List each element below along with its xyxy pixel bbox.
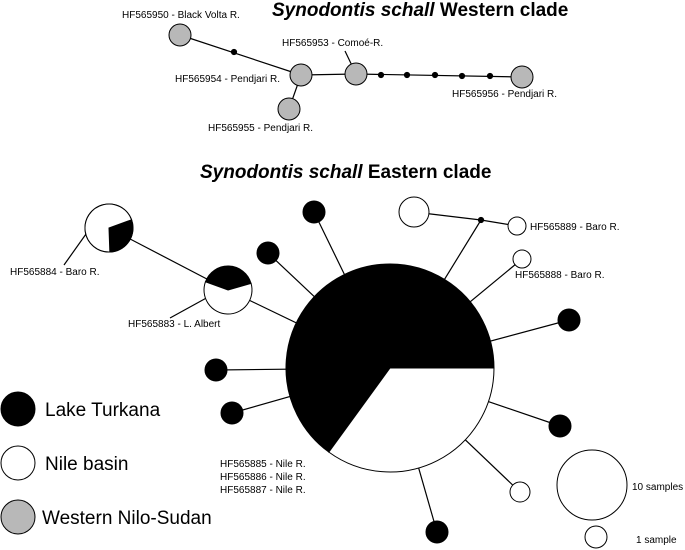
haplotype-hf565953	[344, 62, 368, 86]
legend-western-nilo-sudan-label: Western Nilo-Sudan	[42, 508, 212, 529]
haplotype-turkana-left-b	[220, 401, 244, 425]
legend-lake-turkana: Lake Turkana	[0, 391, 161, 427]
scale-10-samples-label: 10 samples	[632, 482, 683, 493]
hf565884-lake-turkana-slice	[108, 219, 134, 253]
haplotype-hf565883	[203, 265, 253, 315]
median-vector	[403, 71, 411, 79]
edge-w-950-954	[179, 34, 302, 76]
haplotype-nile-bottom	[509, 481, 531, 503]
legend-nile-basin: Nile basin	[0, 445, 128, 481]
hf565883-lake-turkana-slice	[204, 265, 252, 291]
median-vector	[477, 216, 485, 224]
legend-nile-basin-swatch	[0, 445, 36, 481]
leader-hf565883	[169, 295, 211, 319]
label-hf565888: HF565888 - Baro R.	[515, 270, 605, 281]
label-hf565955: HF565955 - Pendjari R.	[208, 123, 313, 134]
eastern-clade-title: Synodontis schall Eastern clade	[200, 162, 491, 183]
sample-size-scale: 10 samples 1 sample	[556, 449, 683, 549]
hub-nile-basin-slice	[328, 367, 495, 473]
eastern-title-clade: Eastern clade	[363, 162, 492, 183]
hf565883-nile-basin-slice	[203, 281, 253, 315]
median-vector	[230, 48, 238, 56]
haplotype-turkana-right-b	[548, 414, 572, 438]
median-vector	[458, 72, 466, 80]
haplotype-nile-top	[398, 196, 430, 228]
western-title-clade: Western clade	[435, 0, 569, 21]
median-vector	[486, 72, 494, 80]
haplotype-turkana-bottom	[425, 520, 449, 544]
label-hf565953: HF565953 - Comoé-R.	[282, 38, 383, 49]
scale-1-sample-label: 1 sample	[636, 535, 677, 546]
legend-nile-basin-label: Nile basin	[45, 454, 128, 475]
label-hf565950: HF565950 - Black Volta R.	[122, 10, 240, 21]
haplotype-hf565956	[510, 65, 534, 89]
label-hf565884: HF565884 - Baro R.	[10, 267, 100, 278]
legend: Lake Turkana Nile basin Western Nilo-Sud…	[0, 391, 212, 535]
western-clade: Synodontis schall Western clade HF565950…	[122, 0, 568, 134]
label-hf565886: HF565886 - Nile R.	[220, 472, 306, 483]
haplotype-turkana-left-a	[204, 358, 228, 382]
haplotype-hf565889	[507, 216, 527, 236]
label-hf565883: HF565883 - L. Albert	[128, 319, 220, 330]
median-vector	[377, 71, 385, 79]
label-hf565885: HF565885 - Nile R.	[220, 459, 306, 470]
western-clade-title: Synodontis schall Western clade	[272, 0, 568, 21]
hf565884-nile-basin-slice	[84, 203, 133, 253]
haplotype-hf565955	[277, 97, 301, 121]
haplotype-turkana-top	[302, 200, 326, 224]
haplotype-hf565884	[84, 203, 134, 253]
eastern-title-species: Synodontis schall	[200, 162, 363, 183]
legend-western-nilo-sudan: Western Nilo-Sudan	[0, 499, 212, 535]
haplotype-hf565950	[168, 23, 192, 47]
haplotype-hf565888	[512, 249, 532, 269]
eastern-clade: Synodontis schall Eastern clade	[10, 162, 620, 544]
hub-lake-turkana-slice	[285, 263, 495, 453]
label-hf565887: HF565887 - Nile R.	[220, 485, 306, 496]
western-title-species: Synodontis schall	[272, 0, 435, 21]
label-hf565889: HF565889 - Baro R.	[530, 222, 620, 233]
haplotype-turkana-right	[557, 308, 581, 332]
legend-lake-turkana-swatch	[0, 391, 36, 427]
legend-western-nilo-sudan-swatch	[0, 499, 36, 535]
median-vector	[431, 71, 439, 79]
scale-10-samples-circle	[556, 449, 628, 521]
legend-lake-turkana-label: Lake Turkana	[45, 400, 161, 421]
scale-1-sample-circle	[584, 525, 608, 549]
haplotype-turkana-top-left	[256, 241, 280, 265]
label-hf565954: HF565954 - Pendjari R.	[175, 74, 280, 85]
haplotype-hub	[285, 263, 495, 473]
label-hf565956: HF565956 - Pendjari R.	[452, 89, 557, 100]
haplotype-hf565954	[289, 63, 313, 87]
